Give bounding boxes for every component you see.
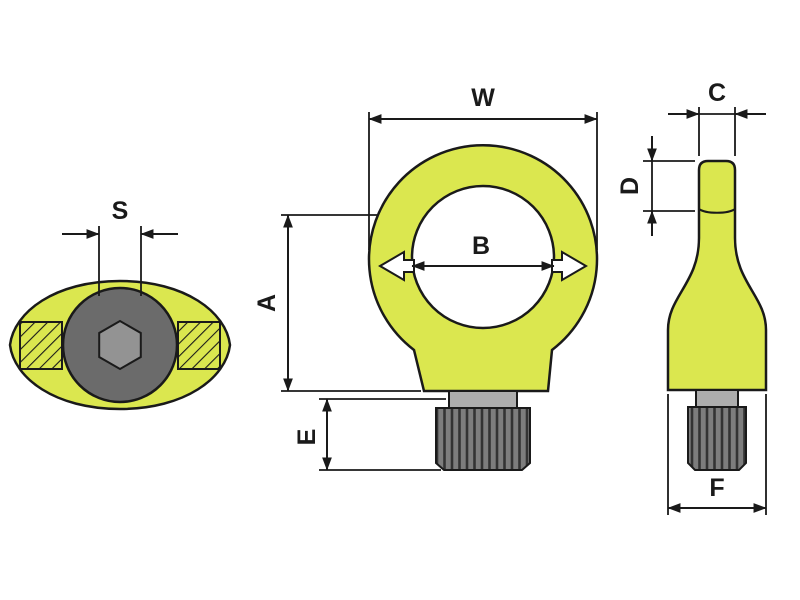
dimension-e-label: E: [293, 429, 321, 446]
dimension-s: S: [62, 197, 178, 296]
dimension-a-label: A: [253, 294, 281, 312]
stud-collar-front: [448, 390, 518, 409]
dimension-w: W: [368, 84, 598, 250]
shoulder-line: [698, 208, 736, 214]
dimension-f: F: [667, 394, 767, 515]
top-view: [8, 279, 232, 411]
side-view: [666, 159, 768, 471]
hex-socket: [98, 319, 142, 371]
dimension-f-label: F: [709, 474, 724, 502]
eye-body-side: [666, 159, 768, 392]
stud-collar-side: [695, 389, 739, 408]
dimension-s-label: S: [112, 197, 129, 225]
dimension-c-label: C: [708, 79, 726, 107]
dimension-c: C: [668, 79, 766, 156]
dimension-d: D: [616, 136, 695, 236]
dimension-d-label: D: [616, 177, 644, 195]
dimension-w-label: W: [471, 84, 495, 112]
hatch-section-left: [19, 321, 63, 370]
threaded-stud-side: [687, 406, 747, 471]
hatch-section-right: [177, 321, 221, 370]
eye-body-front: [367, 144, 599, 393]
threaded-stud-front: [435, 407, 531, 471]
front-view: [367, 144, 599, 471]
dimension-a: A: [253, 214, 421, 392]
dimension-b-label: B: [472, 232, 490, 260]
dimension-e: E: [293, 398, 446, 471]
dimension-b: B: [411, 232, 555, 271]
